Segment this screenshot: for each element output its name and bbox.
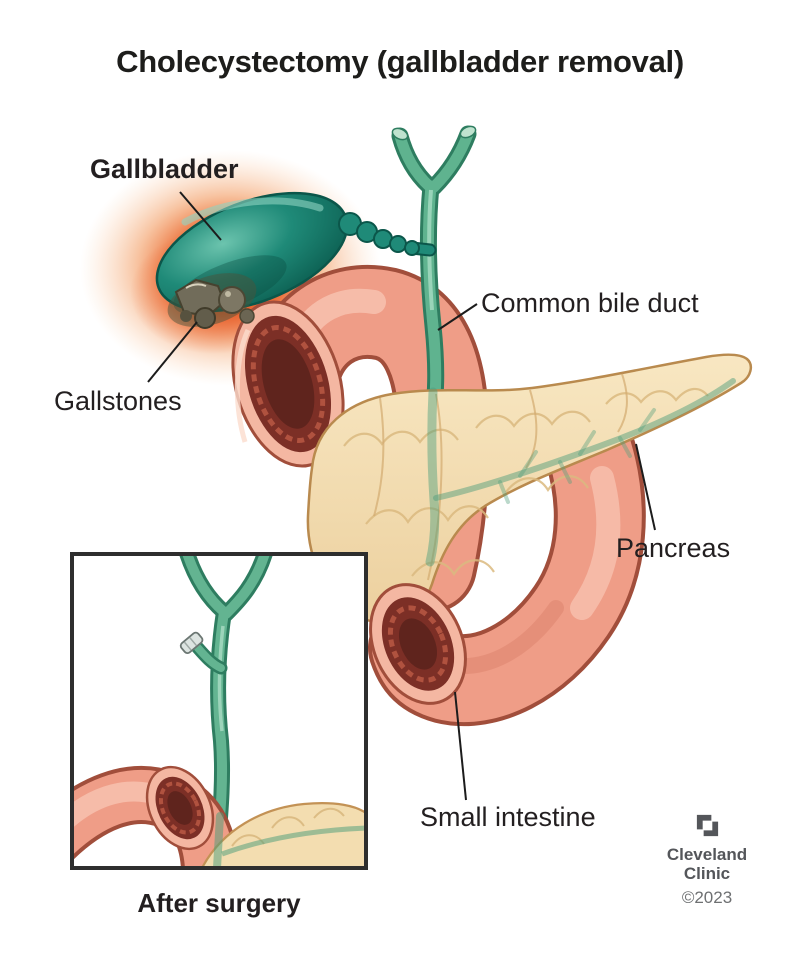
credit-copyright: ©2023 (681, 888, 733, 907)
cleveland-clinic-credit: Cleveland Clinic ©2023 (646, 812, 768, 908)
after-surgery-illustration (74, 556, 364, 866)
label-small-intestine: Small intestine (420, 802, 596, 832)
cleveland-clinic-logo-icon (696, 814, 718, 837)
label-gallbladder: Gallbladder (90, 154, 239, 184)
page-title: Cholecystectomy (gallbladder removal) (116, 44, 684, 79)
leader-line-gallbladder (179, 191, 222, 241)
leader-line-pancreas (635, 443, 656, 531)
inset-pancreas-shape (201, 802, 364, 866)
label-pancreas: Pancreas (616, 533, 731, 563)
gallstones-shape (167, 273, 257, 329)
inset-duodenum-shape (74, 765, 239, 866)
after-surgery-inset (70, 552, 368, 870)
surgical-clip (179, 631, 204, 655)
leader-line-small-intestine (454, 691, 467, 801)
leader-line-common-bile-duct (437, 303, 478, 331)
after-surgery-caption: After surgery (137, 888, 301, 918)
leader-line-gallstones (147, 321, 198, 383)
duodenum-lower-opening (369, 583, 467, 705)
leader-lines (147, 191, 656, 801)
bile-duct-shape (391, 125, 477, 415)
pancreas-shape (306, 353, 753, 624)
label-gallstones: Gallstones (54, 386, 182, 416)
gallbladder-shape (155, 191, 437, 329)
credit-name-line2: Clinic (683, 864, 731, 883)
label-common-bile-duct: Common bile duct (481, 288, 699, 318)
credit-name-line1: Cleveland (666, 845, 748, 864)
